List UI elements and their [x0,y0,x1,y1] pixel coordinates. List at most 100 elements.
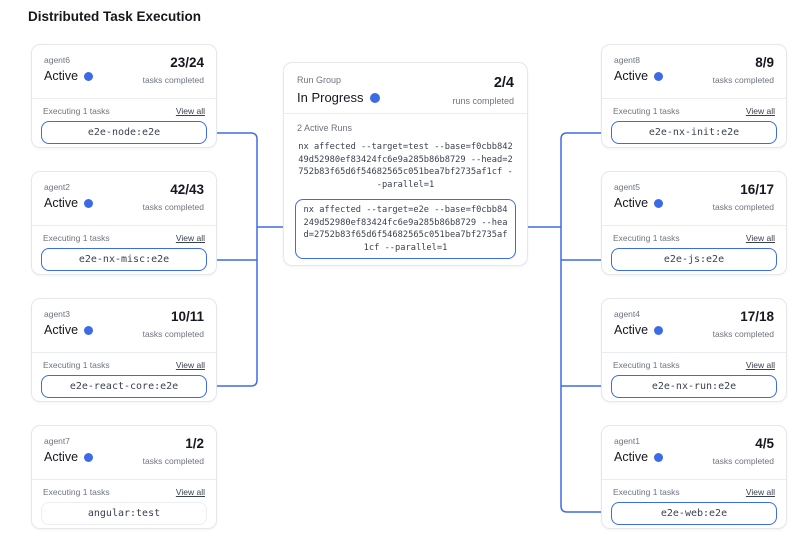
status-dot-icon [370,92,381,103]
agent-card-header: agent3 Active 10/11 tasks completed [32,299,216,353]
view-all-link[interactable]: View all [745,487,775,497]
agent-status-label: Active [614,196,649,210]
tasks-count-caption: tasks completed [142,202,204,212]
agent-status: Active [614,196,664,210]
tasks-count: 23/24 [170,55,204,70]
run-group-status-label: In Progress [297,90,364,105]
agent-card-footer: Executing 1 tasks View all e2e-nx-run:e2… [602,353,786,398]
agent-status: Active [44,196,94,210]
tasks-count-caption: tasks completed [712,329,774,339]
task-pill[interactable]: e2e-nx-run:e2e [611,375,777,398]
task-pill[interactable]: e2e-js:e2e [611,248,777,271]
status-dot-icon [654,452,664,462]
agent-name: agent7 [44,436,70,446]
agent-status-label: Active [44,450,79,464]
executing-label: Executing 1 tasks [43,106,110,116]
tasks-count-caption: tasks completed [712,75,774,85]
tasks-count: 42/43 [170,182,204,197]
agent-card-header: agent1 Active 4/5 tasks completed [602,426,786,480]
executing-label: Executing 1 tasks [43,360,110,370]
view-all-link[interactable]: View all [175,106,205,116]
view-all-link[interactable]: View all [745,106,775,116]
task-pill[interactable]: e2e-node:e2e [41,121,207,144]
agent-card-header: agent8 Active 8/9 tasks completed [602,45,786,99]
tasks-count-caption: tasks completed [142,329,204,339]
task-pill[interactable]: e2e-nx-misc:e2e [41,248,207,271]
executing-label: Executing 1 tasks [43,487,110,497]
tasks-count: 10/11 [170,309,204,324]
agent-card-agent4: agent4 Active 17/18 tasks completed Exec… [601,298,787,402]
agent-card-agent2: agent2 Active 42/43 tasks completed Exec… [31,171,217,275]
agent-card-footer: Executing 1 tasks View all e2e-nx-init:e… [602,99,786,144]
tasks-count: 8/9 [755,55,774,70]
agent-status: Active [44,323,94,337]
agent-card-footer: Executing 1 tasks View all e2e-nx-misc:e… [32,226,216,271]
tasks-count: 1/2 [185,436,204,451]
page-title: Distributed Task Execution [28,9,202,24]
runs-count-caption: runs completed [452,96,514,106]
agent-card-agent8: agent8 Active 8/9 tasks completed Execut… [601,44,787,148]
agent-name: agent5 [614,182,640,192]
agent-card-agent6: agent6 Active 23/24 tasks completed Exec… [31,44,217,148]
agent-name: agent6 [44,55,70,65]
runs-count: 2/4 [493,75,514,91]
agent-card-agent1: agent1 Active 4/5 tasks completed Execut… [601,425,787,529]
agent-card-footer: Executing 1 tasks View all e2e-web:e2e [602,480,786,525]
agent-card-agent5: agent5 Active 16/17 tasks completed Exec… [601,171,787,275]
run-command-active[interactable]: nx affected --target=e2e --base=f0cbb842… [295,199,516,259]
agent-card-footer: Executing 1 tasks View all angular:test [32,480,216,525]
task-pill[interactable]: e2e-nx-init:e2e [611,121,777,144]
agent-name: agent1 [614,436,640,446]
agent-name: agent3 [44,309,70,319]
agent-name: agent8 [614,55,640,65]
agent-status-label: Active [614,450,649,464]
agent-status-label: Active [614,69,649,83]
agent-card-header: agent2 Active 42/43 tasks completed [32,172,216,226]
agent-card-footer: Executing 1 tasks View all e2e-node:e2e [32,99,216,144]
tasks-count-caption: tasks completed [142,456,204,466]
tasks-count-caption: tasks completed [142,75,204,85]
executing-label: Executing 1 tasks [613,106,680,116]
status-dot-icon [654,198,664,208]
run-group-card: Run Group In Progress 2/4 runs completed… [283,62,528,266]
status-dot-icon [84,452,94,462]
view-all-link[interactable]: View all [745,233,775,243]
agent-card-header: agent6 Active 23/24 tasks completed [32,45,216,99]
run-group-status: In Progress [297,90,381,105]
task-pill[interactable]: e2e-web:e2e [611,502,777,525]
run-group-body: 2 Active Runs nx affected --target=test … [284,114,527,259]
tasks-count: 4/5 [755,436,774,451]
executing-label: Executing 1 tasks [43,233,110,243]
agent-name: agent4 [614,309,640,319]
tasks-count: 16/17 [740,182,774,197]
tasks-count-caption: tasks completed [712,456,774,466]
status-dot-icon [84,71,94,81]
task-pill[interactable]: e2e-react-core:e2e [41,375,207,398]
status-dot-icon [654,71,664,81]
run-group-label: Run Group [297,75,342,85]
agent-status-label: Active [44,196,79,210]
agent-card-footer: Executing 1 tasks View all e2e-react-cor… [32,353,216,398]
agent-card-agent7: agent7 Active 1/2 tasks completed Execut… [31,425,217,529]
executing-label: Executing 1 tasks [613,233,680,243]
agent-status-label: Active [44,323,79,337]
view-all-link[interactable]: View all [745,360,775,370]
view-all-link[interactable]: View all [175,233,205,243]
executing-label: Executing 1 tasks [613,487,680,497]
view-all-link[interactable]: View all [175,360,205,370]
task-pill[interactable]: angular:test [41,502,207,525]
agent-status: Active [44,69,94,83]
agent-card-header: agent7 Active 1/2 tasks completed [32,426,216,480]
run-group-header: Run Group In Progress 2/4 runs completed [284,63,527,114]
agent-status: Active [44,450,94,464]
agent-status: Active [614,450,664,464]
run-command: nx affected --target=test --base=f0cbb84… [298,142,513,190]
agent-card-footer: Executing 1 tasks View all e2e-js:e2e [602,226,786,271]
agent-status-label: Active [614,323,649,337]
executing-label: Executing 1 tasks [613,360,680,370]
active-runs-label: 2 Active Runs [297,123,353,133]
tasks-count: 17/18 [740,309,774,324]
agent-card-agent3: agent3 Active 10/11 tasks completed Exec… [31,298,217,402]
view-all-link[interactable]: View all [175,487,205,497]
